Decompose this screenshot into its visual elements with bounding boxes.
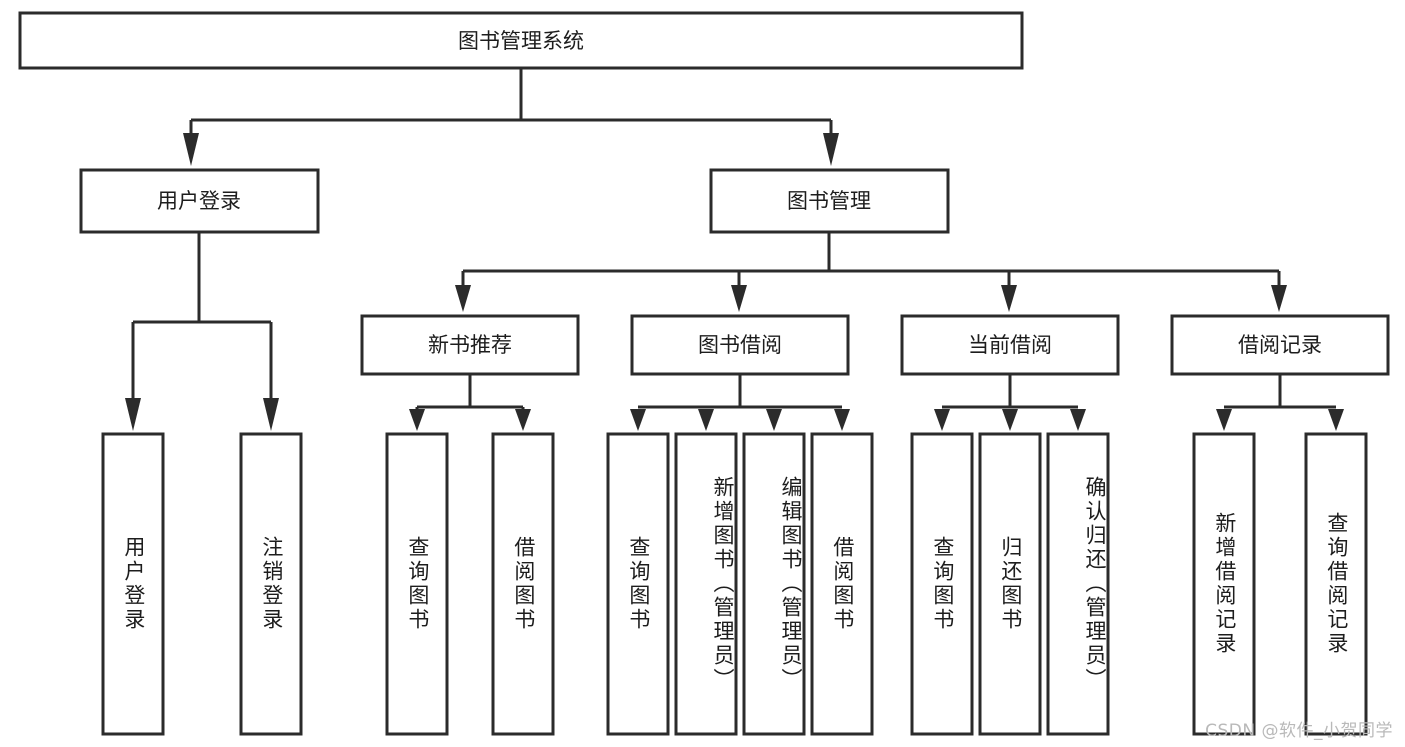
leaf-query-book-1-shape bbox=[385, 432, 449, 736]
leaf-add-book-shape bbox=[674, 432, 738, 736]
borrow-record-box-shape bbox=[1170, 314, 1390, 376]
arrow-head-leaf-query-book-3 bbox=[934, 409, 950, 431]
arrow-head-leaf-query-record bbox=[1328, 409, 1344, 431]
node-leaf-query-record[interactable] bbox=[1304, 432, 1368, 736]
leaf-logout-login-shape bbox=[239, 432, 303, 736]
arrow-head-leaf-logout-login bbox=[263, 398, 279, 431]
leaf-borrow-book-1-shape bbox=[491, 432, 555, 736]
node-leaf-logout-login[interactable] bbox=[239, 432, 303, 736]
leaf-user-login-shape bbox=[101, 432, 165, 736]
leaf-confirm-return-shape bbox=[1046, 432, 1110, 736]
new-book-recommend-box-shape bbox=[360, 314, 580, 376]
arrow-head-to-book-management bbox=[823, 133, 839, 166]
arrow-head-leaf-borrow-book-1 bbox=[515, 409, 531, 431]
node-root-system[interactable]: 图书管理系统 bbox=[18, 11, 1024, 70]
arrow-head-leaf-confirm-return bbox=[1070, 409, 1086, 431]
leaf-query-book-3-shape bbox=[910, 432, 974, 736]
leaf-query-record-shape bbox=[1304, 432, 1368, 736]
leaf-return-book-shape bbox=[978, 432, 1042, 736]
node-leaf-confirm-return[interactable] bbox=[1046, 432, 1110, 736]
book-borrow-box-label: 图书借阅 bbox=[698, 333, 782, 357]
node-leaf-query-book-1[interactable] bbox=[385, 432, 449, 736]
borrow-record-box-label: 借阅记录 bbox=[1238, 333, 1322, 357]
node-leaf-borrow-book-2[interactable] bbox=[810, 432, 874, 736]
node-leaf-user-login[interactable] bbox=[101, 432, 165, 736]
arrow-head-leaf-return-book bbox=[1002, 409, 1018, 431]
node-book-borrow[interactable]: 图书借阅 bbox=[630, 314, 850, 376]
node-leaf-return-book[interactable] bbox=[978, 432, 1042, 736]
node-leaf-query-book-2[interactable] bbox=[606, 432, 670, 736]
root-box-label: 图书管理系统 bbox=[458, 29, 584, 53]
node-leaf-edit-book[interactable] bbox=[742, 432, 806, 736]
leaf-add-record-shape bbox=[1192, 432, 1256, 736]
book-borrow-box-shape bbox=[630, 314, 850, 376]
arrow-head-to-user-login bbox=[183, 133, 199, 166]
arrow-head-leaf-add-record bbox=[1216, 409, 1232, 431]
node-leaf-add-book[interactable] bbox=[674, 432, 738, 736]
root-box-shape bbox=[18, 11, 1024, 70]
arrow-head-leaf-add-book bbox=[698, 409, 714, 431]
arrow-head-leaf-user-login bbox=[125, 398, 141, 431]
arrow-head-leaf-edit-book bbox=[766, 409, 782, 431]
node-leaf-query-book-3[interactable] bbox=[910, 432, 974, 736]
user-login-box-label: 用户登录 bbox=[157, 189, 241, 213]
node-book-management[interactable]: 图书管理 bbox=[709, 168, 950, 234]
node-leaf-borrow-book-1[interactable] bbox=[491, 432, 555, 736]
node-leaf-add-record[interactable] bbox=[1192, 432, 1256, 736]
arrow-head-to-book-borrow bbox=[731, 285, 747, 312]
csdn-watermark: CSDN @软件_小贺同学 bbox=[1205, 721, 1393, 741]
arrow-head-to-current-borrow bbox=[1001, 285, 1017, 312]
book-management-box-label: 图书管理 bbox=[787, 189, 871, 213]
node-current-borrow[interactable]: 当前借阅 bbox=[900, 314, 1120, 376]
arrow-head-to-new-book-recommend bbox=[455, 285, 471, 312]
node-new-book-recommend[interactable]: 新书推荐 bbox=[360, 314, 580, 376]
leaf-edit-book-shape bbox=[742, 432, 806, 736]
node-user-login[interactable]: 用户登录 bbox=[79, 168, 320, 234]
leaf-borrow-book-2-shape bbox=[810, 432, 874, 736]
current-borrow-box-shape bbox=[900, 314, 1120, 376]
arrow-head-leaf-borrow-book-2 bbox=[834, 409, 850, 431]
leaf-query-book-2-shape bbox=[606, 432, 670, 736]
book-management-box-shape bbox=[709, 168, 950, 234]
node-borrow-record[interactable]: 借阅记录 bbox=[1170, 314, 1390, 376]
arrow-head-leaf-query-book-2 bbox=[630, 409, 646, 431]
new-book-recommend-box-label: 新书推荐 bbox=[428, 333, 512, 357]
current-borrow-box-label: 当前借阅 bbox=[968, 333, 1052, 357]
arrow-head-leaf-query-book-1 bbox=[409, 409, 425, 431]
arrow-head-to-borrow-record bbox=[1271, 285, 1287, 312]
